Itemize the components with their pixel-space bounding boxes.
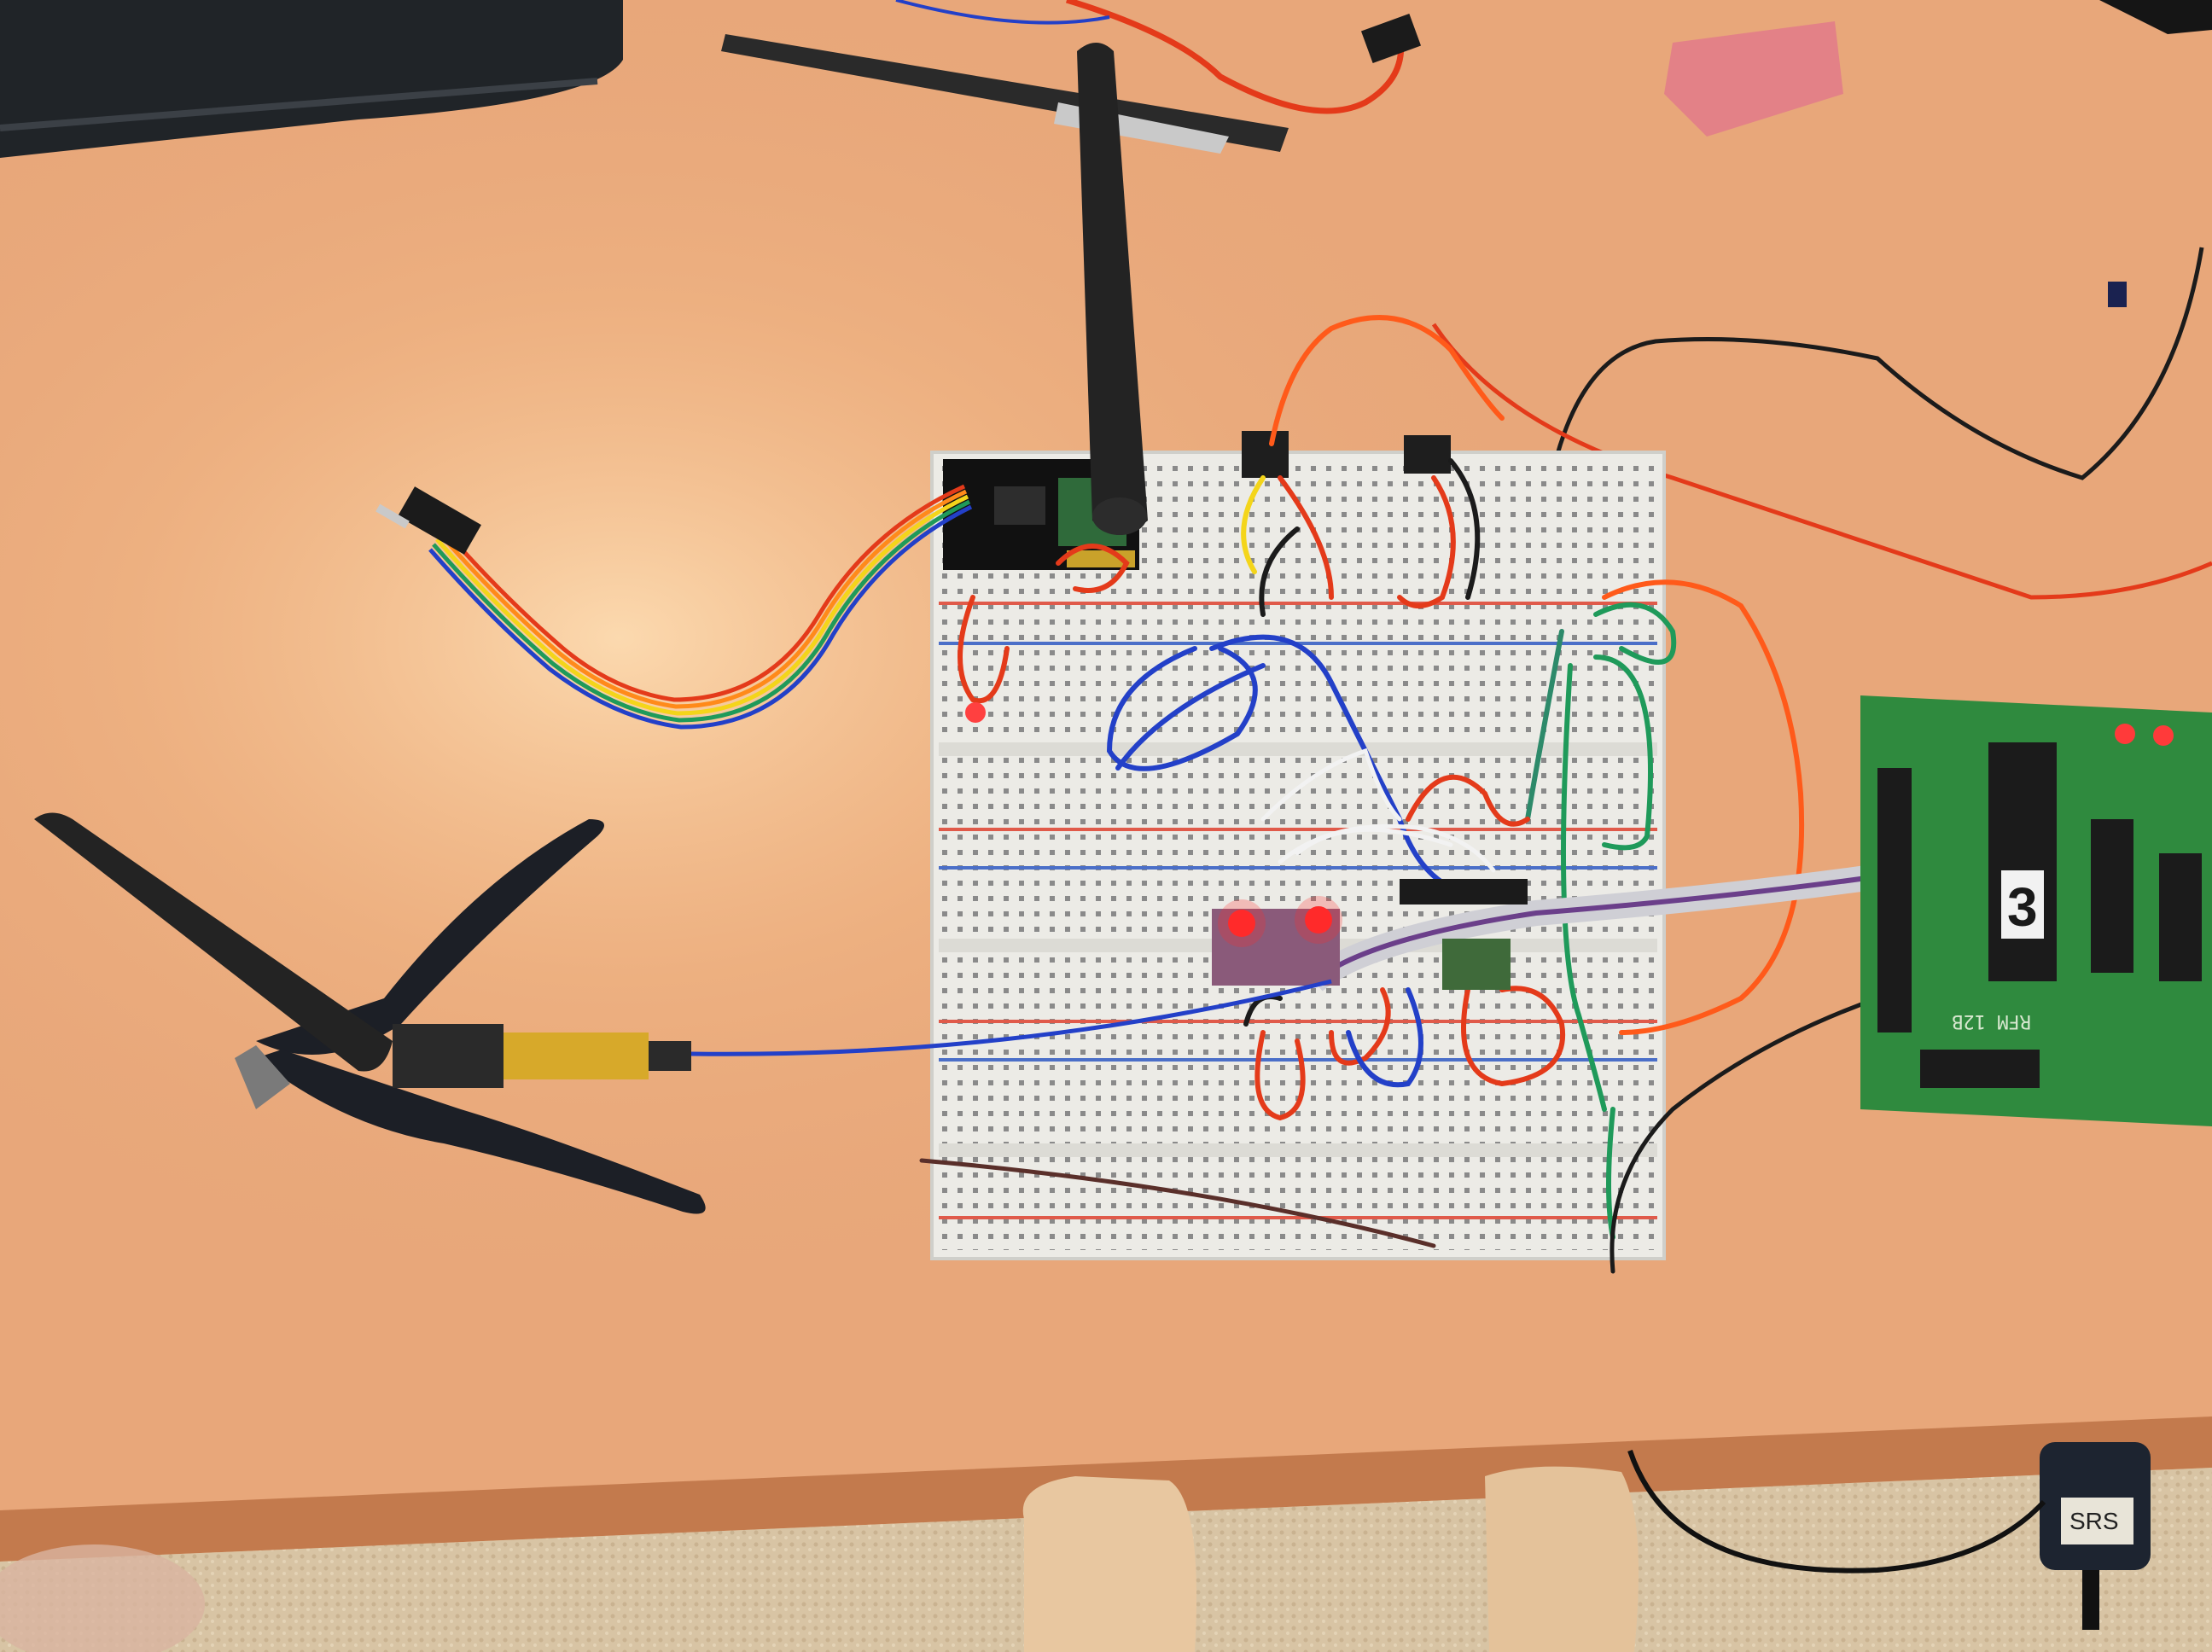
header-pins-left [375, 486, 481, 555]
pcb-chip-label: 3 [2007, 876, 2038, 938]
cable-floor [1627, 1450, 2046, 1573]
led-glow-2 [1295, 896, 1342, 944]
regulator-1 [1242, 431, 1289, 478]
pliers [235, 819, 706, 1214]
wire-top-blue [895, 0, 1110, 25]
green-pcb: 3 RFM 12B [1860, 695, 2212, 1126]
ribbon-cable-right [1306, 858, 1923, 992]
wall-plug: SRS [2040, 1442, 2151, 1630]
black-triangle [2099, 0, 2212, 34]
antenna-top [1077, 43, 1148, 535]
wire-top-red [1065, 0, 1405, 114]
led-2 [1305, 906, 1332, 934]
wire-coax-blue [690, 979, 1332, 1056]
plug-label: SRS [2069, 1508, 2119, 1534]
bottle [0, 1544, 205, 1652]
breadboard-wires [919, 315, 1880, 1274]
wire-right-black [1534, 247, 2204, 615]
led-1 [1228, 910, 1255, 937]
ic-header-row [1400, 879, 1528, 905]
led-glow-1 [1218, 899, 1266, 947]
pink-tape [1664, 21, 1843, 137]
ribbon-cable-left [428, 484, 973, 730]
power-rails [939, 602, 1657, 1219]
foot-right [1485, 1466, 1639, 1652]
pcb-silk-text: RFM 12B [1952, 1010, 2031, 1032]
antenna-left [34, 812, 691, 1088]
wire-right-red [1431, 323, 2212, 600]
foot-left [1022, 1476, 1196, 1652]
breadboard [930, 451, 1666, 1260]
black-header-right [2108, 282, 2127, 307]
regulator-2 [1404, 435, 1451, 474]
ic-chip-right [1442, 939, 1511, 990]
connector-top [1360, 13, 1422, 64]
led-3 [965, 702, 986, 723]
laptop-case-seam [0, 78, 598, 131]
